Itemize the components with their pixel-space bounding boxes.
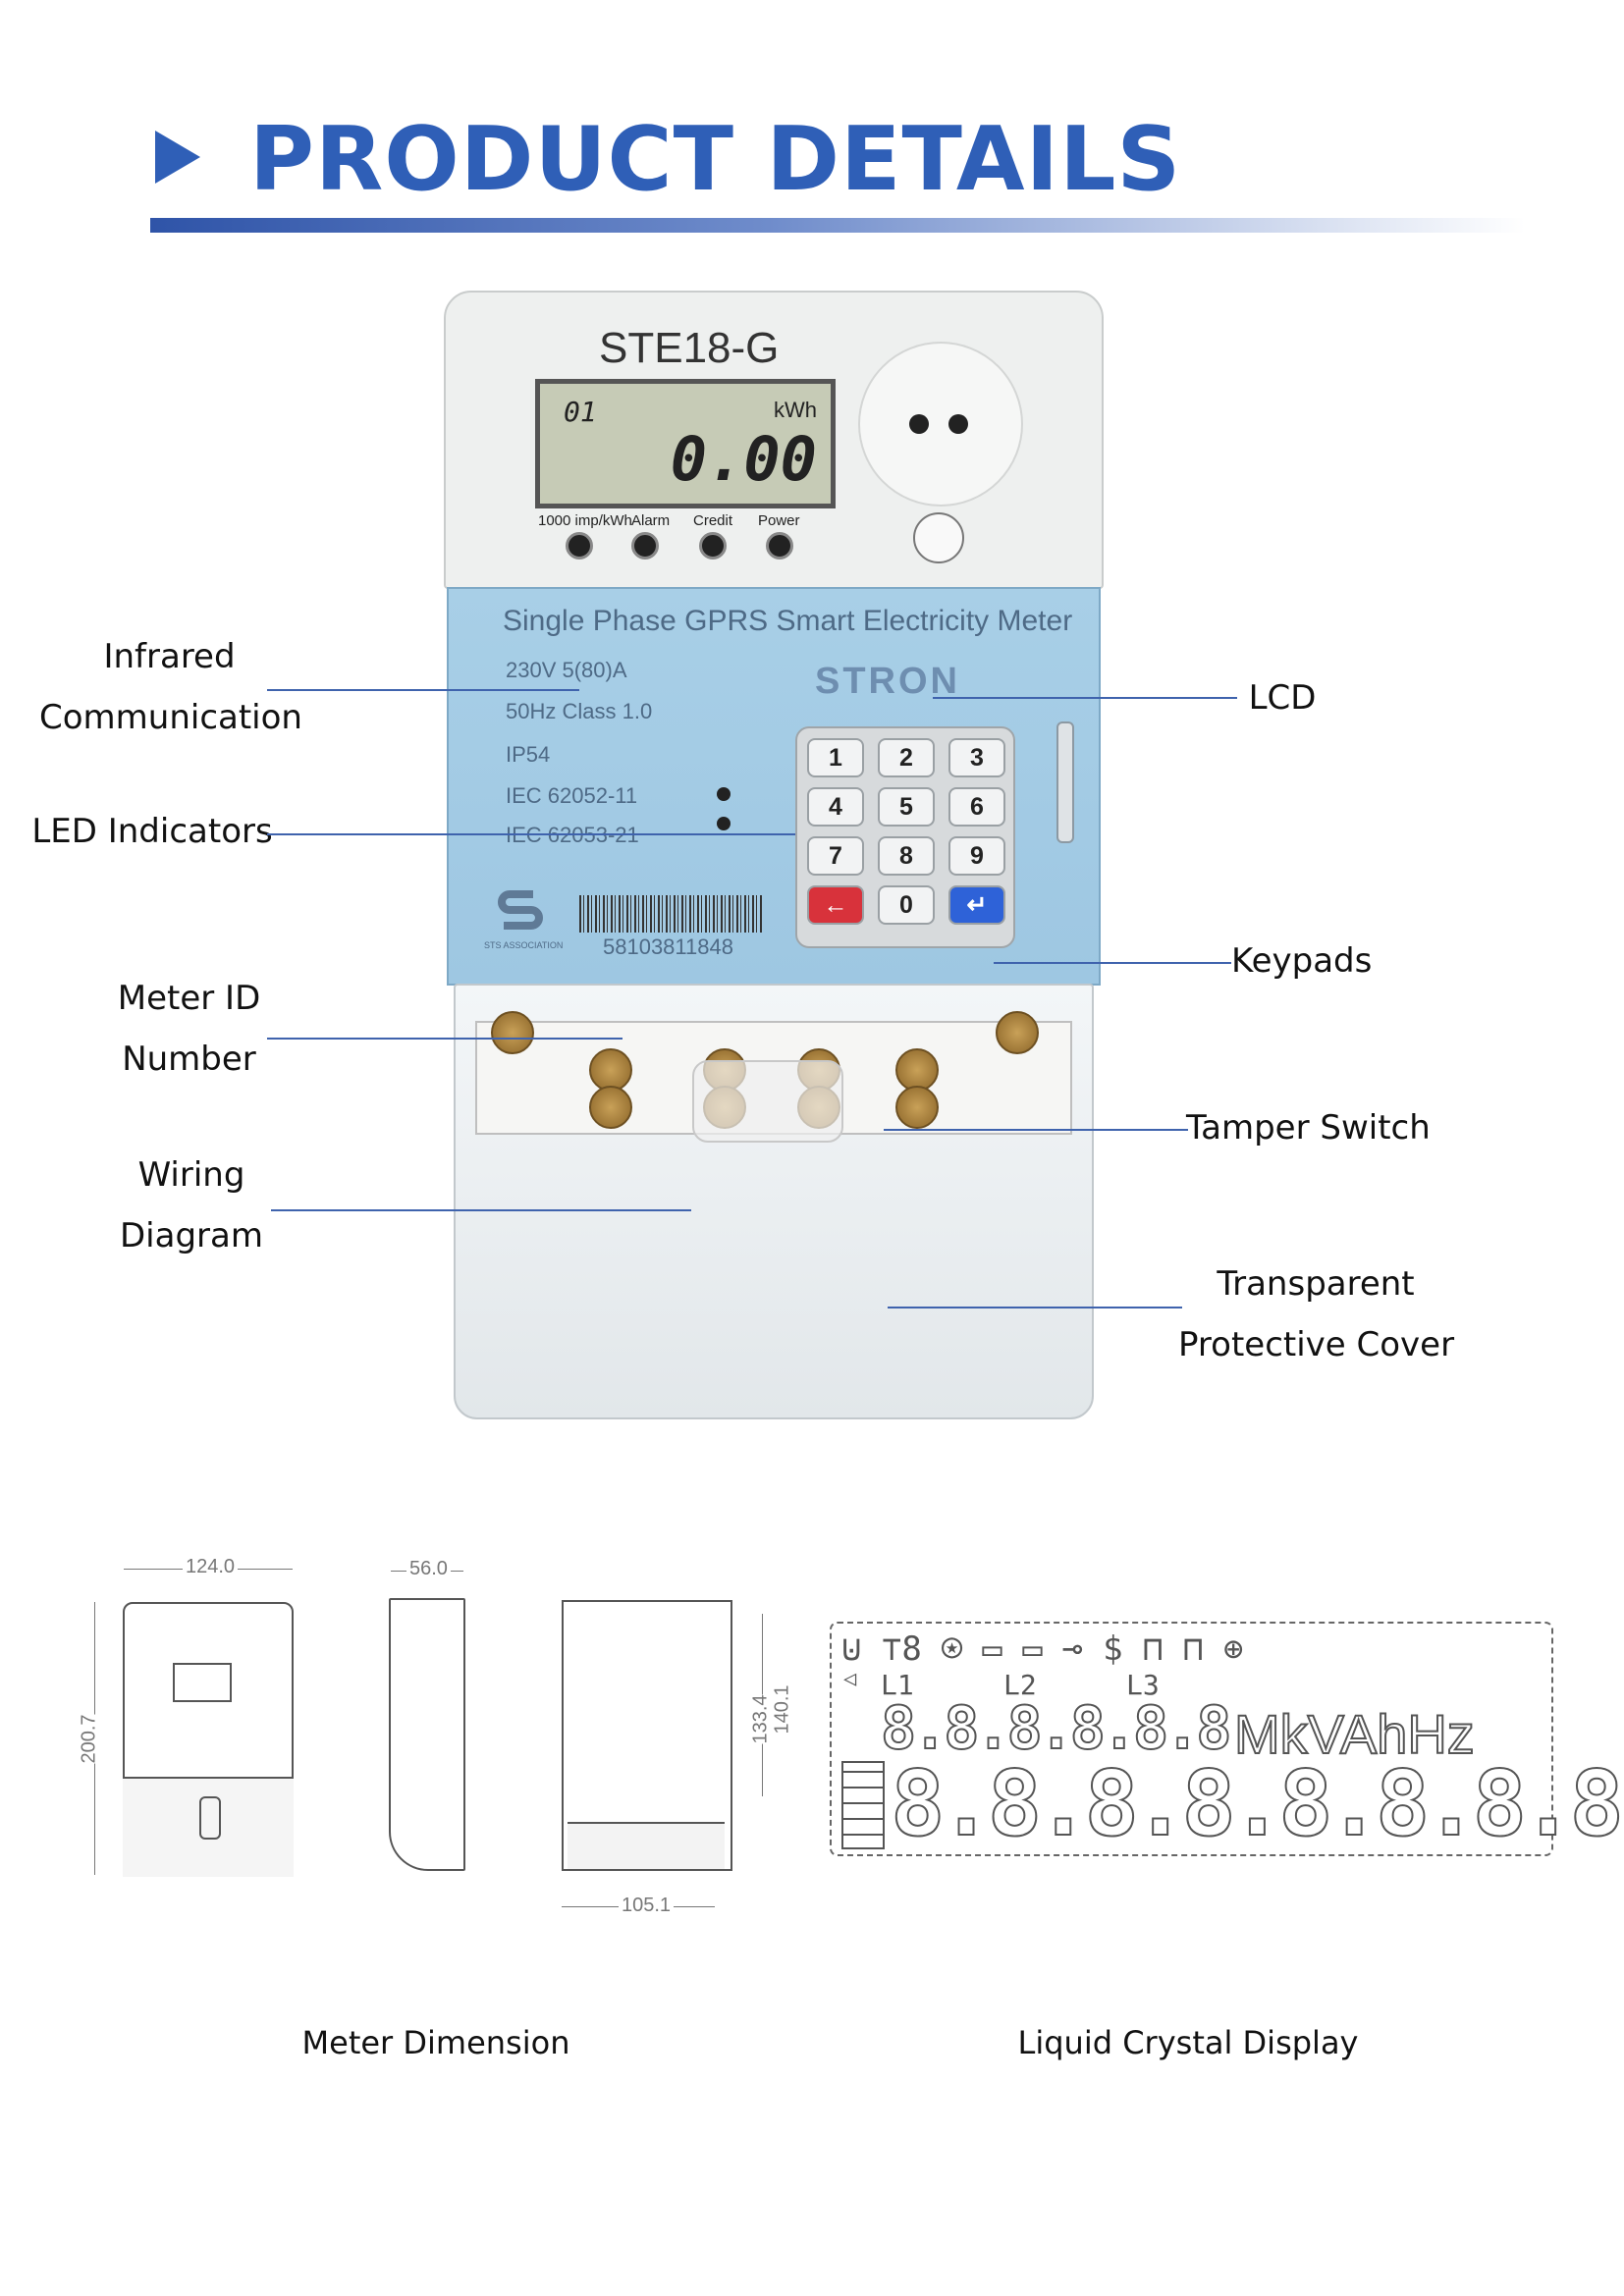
spec-line: 230V 5(80)A bbox=[506, 658, 627, 682]
key-4[interactable]: 4 bbox=[807, 787, 864, 827]
ir-lens-icon bbox=[909, 414, 929, 434]
dim-front-height: 200.7 bbox=[78, 1714, 101, 1764]
barcode bbox=[579, 895, 762, 933]
callout-led-indicators: LED Indicators bbox=[31, 812, 273, 851]
callout-line bbox=[888, 1307, 1182, 1308]
callout-cover-line1: Transparent bbox=[1217, 1264, 1415, 1304]
key-1[interactable]: 1 bbox=[807, 738, 864, 777]
callout-line bbox=[267, 689, 579, 691]
brand-logo: STRON bbox=[815, 661, 960, 702]
front-view-lcd bbox=[173, 1663, 232, 1702]
callout-infrared-line1: Infrared bbox=[103, 637, 236, 676]
phase-l2: L2 bbox=[1003, 1669, 1037, 1701]
callout-wiring-line1: Wiring bbox=[137, 1155, 245, 1195]
front-view-cover bbox=[123, 1777, 294, 1877]
spec-line: 50Hz Class 1.0 bbox=[506, 699, 653, 723]
led-indicator bbox=[766, 532, 793, 560]
key-3[interactable]: 3 bbox=[948, 738, 1005, 777]
callout-line bbox=[994, 962, 1231, 964]
screw-icon bbox=[491, 1011, 534, 1054]
phase-l1: L1 bbox=[881, 1669, 914, 1701]
terminal-screw-icon bbox=[589, 1086, 632, 1129]
callout-infrared-line2: Communication bbox=[39, 698, 302, 737]
indicator-led bbox=[717, 817, 731, 830]
spec-line: IEC 62053-21 bbox=[506, 823, 639, 847]
meter-model: STE18-G bbox=[599, 324, 780, 372]
lcd-segment-map: ⊍ ⊤8 ⍟ ▭ ▭ ⊸ $ ⊓ ⊓ ⊕ ◁ L1 L2 L3 8.8.8.8.… bbox=[830, 1622, 1624, 1857]
led-label: Credit bbox=[693, 512, 733, 529]
led-indicator bbox=[631, 532, 659, 560]
meter-lcd: 01 kWh 0.00 bbox=[535, 379, 836, 508]
lcd-id: 01 bbox=[564, 396, 597, 428]
ir-lens-icon bbox=[948, 414, 968, 434]
indicator-led bbox=[717, 787, 731, 801]
led-label: Alarm bbox=[631, 512, 671, 529]
key-2[interactable]: 2 bbox=[878, 738, 935, 777]
callout-meter-id-line1: Meter ID bbox=[117, 979, 261, 1018]
caption-lcd: Liquid Crystal Display bbox=[1017, 2024, 1359, 2061]
segment-digits-row2: 8.8.8.8.8.8.8.8 bbox=[890, 1750, 1624, 1857]
faceplate-title: Single Phase GPRS Smart Electricity Mete… bbox=[503, 605, 1073, 637]
key-8[interactable]: 8 bbox=[878, 836, 935, 876]
spec-line: IEC 62052-11 bbox=[506, 783, 638, 808]
terminal-screw-icon bbox=[895, 1086, 939, 1129]
dim-back-width: 105.1 bbox=[619, 1895, 675, 1917]
caption-meter-dimension: Meter Dimension bbox=[301, 2024, 570, 2061]
lcd-unit: kWh bbox=[774, 398, 817, 422]
led-label: Power bbox=[758, 512, 800, 529]
front-view-latch bbox=[199, 1796, 221, 1840]
led-indicator bbox=[566, 532, 593, 560]
dim-back-inner-height: 133.4 bbox=[749, 1694, 773, 1744]
callout-line bbox=[267, 833, 795, 835]
side-view-drawing bbox=[389, 1598, 465, 1871]
dim-back-outer-height: 140.1 bbox=[771, 1684, 794, 1735]
callout-line bbox=[933, 697, 1237, 699]
infrared-port bbox=[858, 342, 1023, 507]
segment-units: MkVAhHz bbox=[1233, 1702, 1476, 1766]
key-9[interactable]: 9 bbox=[948, 836, 1005, 876]
segment-phase-icons: ◁ bbox=[843, 1667, 857, 1691]
segment-bar-icon bbox=[841, 1761, 885, 1849]
keypad: 1 2 3 4 5 6 7 8 9 ← 0 ↵ bbox=[795, 726, 1015, 948]
meter-serial-number: 58103811848 bbox=[603, 934, 733, 959]
phase-l3: L3 bbox=[1126, 1669, 1160, 1701]
callout-wiring-line2: Diagram bbox=[120, 1216, 263, 1255]
meter-button bbox=[913, 512, 964, 563]
segment-status-icons: ⊍ ⊤8 ⍟ ▭ ▭ ⊸ $ ⊓ ⊓ ⊕ bbox=[841, 1629, 1244, 1669]
dim-side-depth: 56.0 bbox=[406, 1558, 451, 1580]
screw-icon bbox=[996, 1011, 1039, 1054]
seal-latch bbox=[1056, 721, 1074, 843]
title-arrow-icon bbox=[155, 131, 200, 184]
led-indicator bbox=[699, 532, 727, 560]
page-title: PRODUCT DETAILS bbox=[249, 108, 1182, 211]
key-backspace[interactable]: ← bbox=[807, 885, 864, 925]
lcd-value: 0.00 bbox=[670, 423, 817, 495]
callout-meter-id-line2: Number bbox=[122, 1040, 256, 1079]
key-7[interactable]: 7 bbox=[807, 836, 864, 876]
callout-cover-line2: Protective Cover bbox=[1178, 1325, 1455, 1364]
seal-clip bbox=[692, 1060, 843, 1143]
dim-front-width: 124.0 bbox=[183, 1556, 239, 1578]
key-enter[interactable]: ↵ bbox=[948, 885, 1005, 925]
key-0[interactable]: 0 bbox=[878, 885, 935, 925]
back-view-base bbox=[568, 1822, 725, 1869]
callout-keypads: Keypads bbox=[1231, 941, 1373, 981]
sts-label: STS ASSOCIATION bbox=[484, 940, 564, 950]
spec-line: IP54 bbox=[506, 742, 551, 767]
callout-line bbox=[267, 1038, 623, 1040]
segment-digits-row1: 8.8.8.8.8.8 bbox=[880, 1693, 1232, 1764]
callout-tamper-switch: Tamper Switch bbox=[1186, 1108, 1431, 1148]
callout-line bbox=[884, 1129, 1188, 1131]
key-6[interactable]: 6 bbox=[948, 787, 1005, 827]
key-5[interactable]: 5 bbox=[878, 787, 935, 827]
led-label: 1000 imp/kWh bbox=[538, 512, 632, 529]
callout-lcd: LCD bbox=[1248, 678, 1317, 718]
callout-line bbox=[271, 1209, 691, 1211]
title-underline bbox=[150, 218, 1525, 233]
sts-logo-icon bbox=[498, 890, 543, 930]
